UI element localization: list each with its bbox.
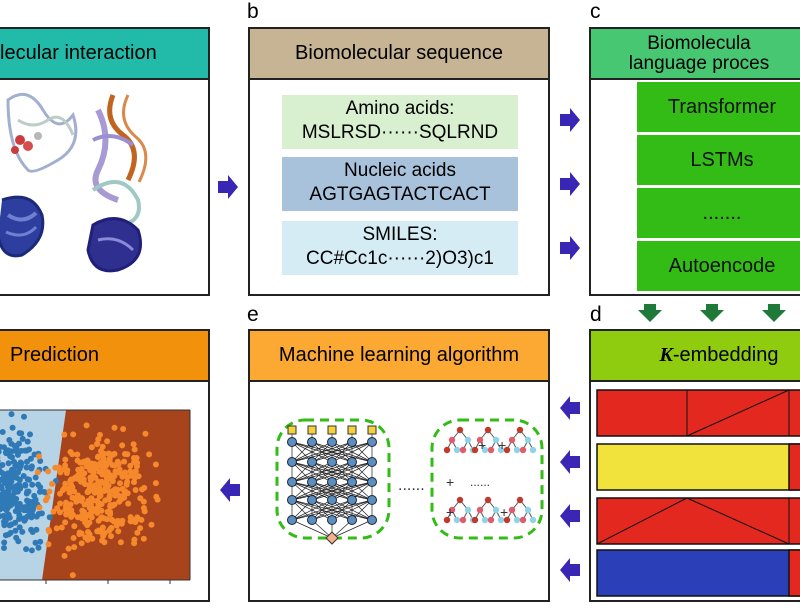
arrow-down-icon [638,304,662,322]
arrow-down-icon [762,304,786,322]
arrow-right-icon [218,175,238,199]
arrow-right-icon [560,108,580,132]
arrow-right-icon [560,236,580,260]
arrow-left-icon [220,478,240,502]
arrow-left-icon [560,504,580,528]
arrow-left-icon [560,450,580,474]
arrow-down-icon [700,304,724,322]
arrow-right-icon [560,172,580,196]
arrow-left-icon [560,396,580,420]
arrow-left-icon [560,558,580,582]
